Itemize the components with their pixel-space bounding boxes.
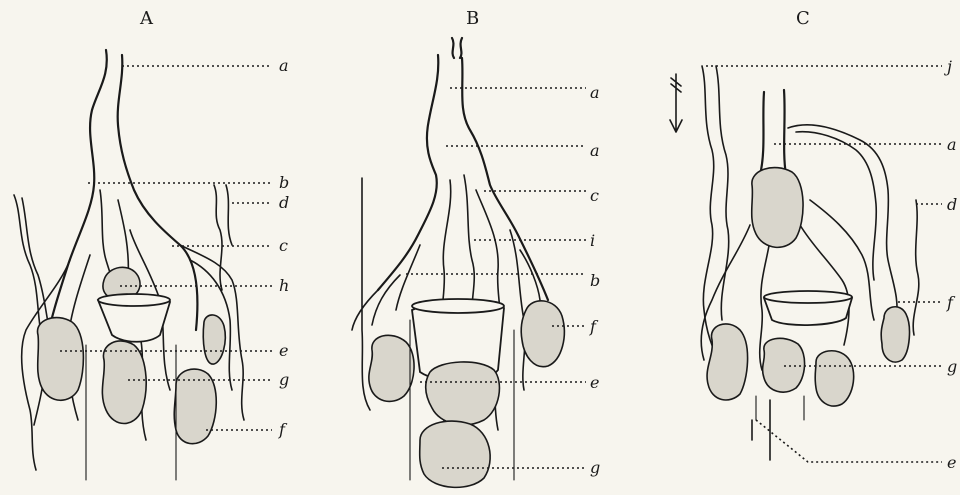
panel-a-label-g: g: [279, 370, 289, 389]
panel-c-label-a: a: [947, 135, 957, 154]
panel-a-label-b: b: [279, 173, 289, 192]
panel-b-pot-rim: [412, 299, 504, 313]
panel-b-tuber-center: [426, 362, 500, 425]
panel-c-title: C: [796, 8, 810, 29]
panel-c-label-g: g: [947, 357, 957, 376]
panel-a-label-e: e: [279, 341, 288, 360]
panel-c-tuber-left: [707, 324, 748, 400]
panel-c-label-d: d: [947, 195, 957, 214]
panel-a-label-a: a: [279, 56, 289, 75]
panel-b-label-i: i: [590, 231, 595, 250]
panel-a-pot-rim: [98, 294, 170, 306]
panel-b-tuber-right: [521, 301, 564, 367]
panel-b-tuber-bottom: [420, 421, 490, 487]
panel-a-title: A: [139, 8, 154, 29]
panel-a-tuber-center: [102, 341, 146, 424]
panel-c-tuber-center-left: [763, 338, 805, 392]
panel-b-label-e: e: [590, 373, 599, 392]
panel-b-label-a1: a: [590, 83, 600, 102]
panel-a-tuber-far-right: [203, 315, 225, 364]
panel-b-tuber-left: [369, 335, 414, 401]
panel-c-tuber-center-right: [815, 351, 854, 406]
panel-b-label-a2: a: [590, 141, 600, 160]
panel-b-label-g: g: [590, 458, 600, 477]
panel-b-title: B: [466, 8, 479, 29]
panel-a-tuber-left: [38, 318, 84, 401]
panel-c-pot-rim: [764, 291, 852, 303]
panel-b-label-b: b: [590, 271, 600, 290]
panel-c-tuber-right: [881, 307, 909, 362]
panel-c-label-e: e: [947, 453, 956, 472]
panel-a-label-c: c: [279, 236, 288, 255]
panel-a-label-d: d: [279, 193, 289, 212]
panel-a-label-h: h: [279, 276, 289, 295]
panel-c-tuber-top: [752, 168, 803, 248]
panel-b-label-c: c: [590, 186, 599, 205]
